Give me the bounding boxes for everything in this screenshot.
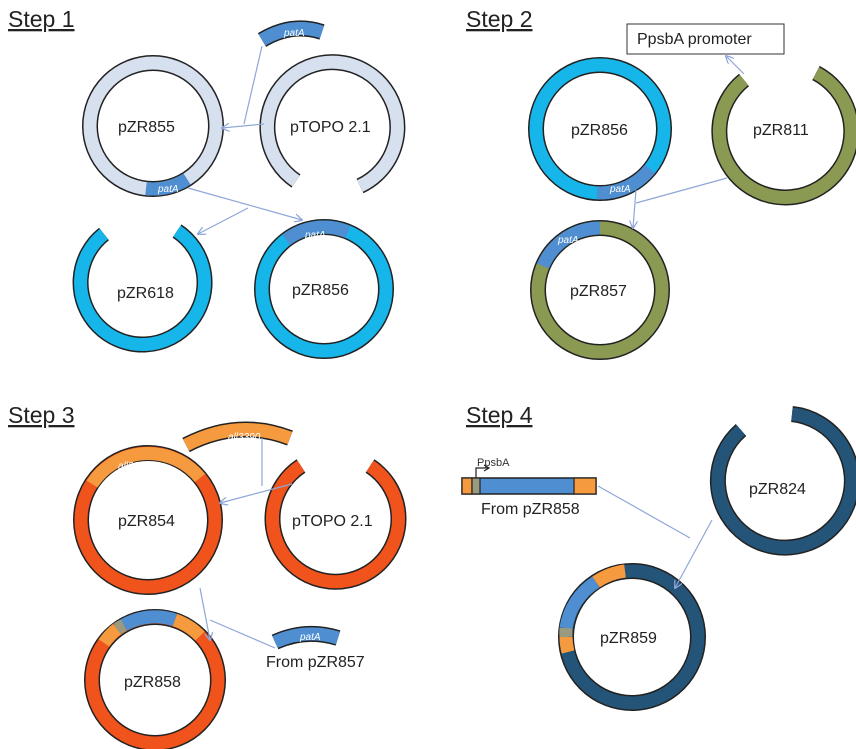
step-1-title: Step 1	[8, 6, 75, 32]
patA-856b-label: patA	[609, 184, 631, 195]
pZR856-step2-label: pZR856	[571, 122, 628, 139]
promoter-box-label: PpsbA promoter	[637, 31, 752, 48]
patA-855-label: patA	[157, 184, 179, 195]
plasmid-pZR856-step1: patA pZR856	[254, 219, 394, 359]
pZR859-label: pZR859	[600, 630, 657, 647]
arrow-step2-to-857	[633, 189, 636, 228]
step-4-title: Step 4	[466, 402, 533, 428]
psbA-small-label: PpsbA	[477, 457, 510, 469]
plasmid-pZR811: pZR811	[711, 65, 856, 206]
arrow-step3-to-858	[199, 587, 210, 640]
arrow-step4-from-cassette	[597, 485, 691, 539]
pZR824-label: pZR824	[749, 481, 806, 498]
arrow-step1-to-855	[222, 124, 265, 128]
plasmid-pZR855: patA pZR855	[82, 55, 224, 197]
arrow-step1-from-618	[198, 207, 249, 234]
patA-insert-step1: patA	[257, 20, 325, 47]
arrow-step3-from-857	[209, 619, 276, 649]
step-3-title: Step 3	[8, 402, 75, 428]
plasmid-pZR859: pZR859	[558, 563, 706, 711]
psbA-cassette: PpsbA	[461, 457, 597, 495]
pZR855-label: pZR855	[118, 119, 175, 136]
promoter-arrow-icon	[475, 467, 488, 478]
all3390-854-label: all3390	[118, 461, 151, 472]
pTOPO-step1-label: pTOPO 2.1	[290, 119, 371, 136]
patA-insert-step3: patA	[271, 625, 341, 650]
pZR858-label: pZR858	[124, 674, 181, 691]
from-pZR858-label: From pZR858	[481, 501, 580, 518]
plasmid-pZR824: pZR824	[709, 406, 856, 556]
plasmid-pZR854: all3390 pZR854	[73, 445, 223, 595]
all3390-insert: all3390	[182, 421, 293, 453]
arrow-step2-promoter	[726, 56, 745, 75]
pZR854-label: pZR854	[118, 513, 175, 530]
arrow-step1-insert	[243, 45, 263, 125]
step-2-title: Step 2	[466, 6, 533, 32]
patA-insert-step1-label: patA	[283, 28, 305, 39]
promoter-box: PpsbA promoter	[626, 23, 785, 55]
from-pZR857-label: From pZR857	[266, 654, 365, 671]
arrow-step2-from-811	[635, 177, 728, 204]
arrow-step1-to-856	[187, 187, 302, 220]
all3390-insert-label: all3390	[228, 432, 261, 443]
pZR618-label: pZR618	[117, 285, 174, 302]
patA-insert-step3-label: patA	[299, 632, 321, 643]
pTOPO-step3-label: pTOPO 2.1	[292, 513, 373, 530]
arrow-step4-to-859	[675, 519, 713, 588]
plasmid-pZR858: pZR858	[84, 609, 226, 749]
plasmid-pZR857: patA pZR857	[530, 220, 670, 360]
patA-857-label: patA	[557, 235, 579, 246]
pZR857-label: pZR857	[570, 283, 627, 300]
plasmid-pTOPO-step3: pTOPO 2.1	[264, 459, 407, 590]
arrow-step3-to-854	[220, 483, 293, 503]
patA-856a-label: patA	[304, 230, 326, 241]
pZR856-step1-label: pZR856	[292, 282, 349, 299]
plasmid-pZR618: pZR618	[72, 224, 213, 353]
plasmid-pTOPO-step1: pTOPO 2.1	[259, 54, 406, 194]
plasmid-pZR856-step2: patA pZR856	[528, 57, 672, 201]
pZR811-label: pZR811	[753, 122, 809, 139]
